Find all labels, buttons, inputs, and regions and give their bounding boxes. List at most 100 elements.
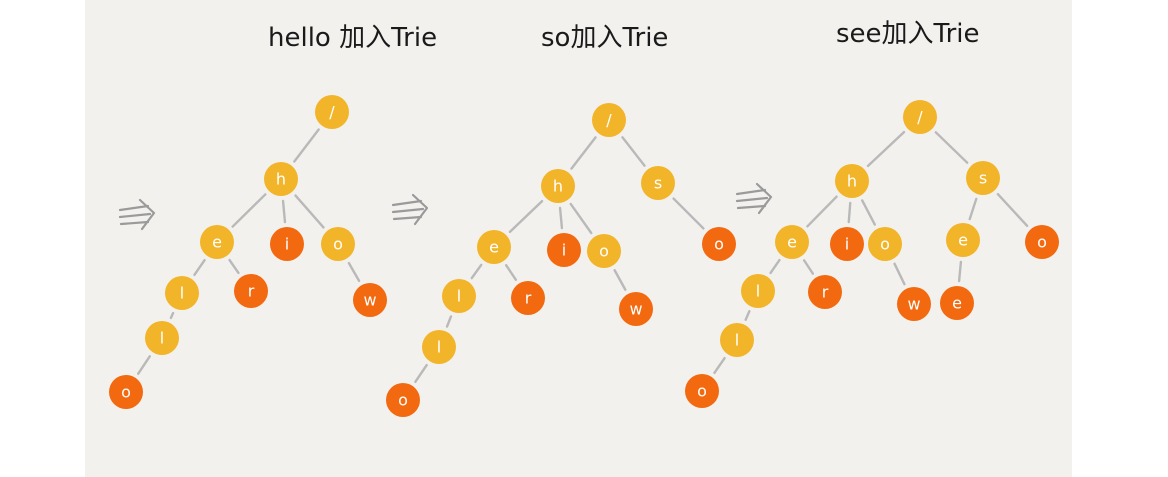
panel-1-node-o1-label: o [333, 235, 343, 254]
panel-3-node-h-circle [835, 164, 869, 198]
panel-1-edge-h-e [231, 193, 267, 228]
panel-2-node-r-label: r [525, 289, 532, 308]
panel-3-node-s: s [966, 161, 1000, 195]
panel-3-node-h-label: h [847, 172, 857, 191]
panel-1-node-w-label: w [363, 291, 376, 310]
panel-2-node-i-circle [547, 233, 581, 267]
panel-3-node-o3-circle [1025, 225, 1059, 259]
panel-1-node-root-label: / [329, 103, 335, 122]
panel-2-node-r-circle [511, 281, 545, 315]
panel-2-node-h-label: h [553, 177, 563, 196]
panel-3-node-s-label: s [979, 169, 987, 188]
panel-1-node-i-label: i [285, 235, 289, 254]
panel-1-node-root: / [315, 95, 349, 129]
panel-3-node-l1-circle [741, 274, 775, 308]
panel-3-node-see-circle [940, 286, 974, 320]
panel-2-node-o1: o [587, 234, 621, 268]
panel-3-node-i-circle [830, 227, 864, 261]
panel-3-node-se: e [946, 223, 980, 257]
panel-3-edge-h-e [806, 195, 838, 228]
transition-arrow-1-icon [118, 198, 156, 231]
panel-3-edge-root-h [866, 130, 906, 168]
panel-1-edge-root-h [293, 128, 320, 163]
panel-1-node-h-circle [264, 162, 298, 196]
panel-2-node-l1-circle [442, 279, 476, 313]
panel-1-node-w-circle [353, 283, 387, 317]
panel-2-node-s-circle [641, 166, 675, 200]
panel-3-node-o1: o [868, 227, 902, 261]
panel-2-node-h-circle [541, 169, 575, 203]
panel-3-edge-root-s [934, 131, 969, 164]
panel-3-node-root-circle [903, 100, 937, 134]
panel-2-edge-s-o3 [672, 197, 705, 230]
panel-3-node-root-label: / [917, 108, 923, 127]
panel-2-node-o2: o [386, 383, 420, 417]
panel-2-node-l2: l [422, 330, 456, 364]
panel-2-node-w: w [619, 292, 653, 326]
panel-1-node-o2-circle [109, 375, 143, 409]
panel-2-node-o3-circle [702, 227, 736, 261]
panel-1-title: hello 加入Trie [268, 23, 437, 53]
panel-2-node-root-circle [592, 103, 626, 137]
panel-2-edge-root-h [570, 136, 597, 170]
panel-2-node-h: h [541, 169, 575, 203]
panel-1-node-l2-label: l [160, 329, 164, 348]
panel-1-node-o2: o [109, 375, 143, 409]
panel-3-node-o3: o [1025, 225, 1059, 259]
panel-1-edge-o1-w [347, 261, 361, 283]
panel-2-node-s-label: s [654, 174, 662, 193]
panel-1-node-o1: o [321, 227, 355, 261]
panel-2-edge-l1-l2 [445, 315, 453, 328]
transition-arrow-3-icon [735, 182, 773, 215]
panel-2-node-o1-label: o [599, 242, 609, 261]
panel-3-edge-s-se [968, 197, 978, 221]
panel-3-node-o1-circle [868, 227, 902, 261]
panel-1-node-i-circle [270, 227, 304, 261]
panel-2-node-l1-label: l [457, 287, 461, 306]
panel-2-node-o2-circle [386, 383, 420, 417]
panel-1-node-w: w [353, 283, 387, 317]
panel-3-node-o3-label: o [1037, 233, 1047, 252]
panel-1-node-l2: l [145, 321, 179, 355]
panel-3-node-h: h [835, 164, 869, 198]
panel-1-edge-e-r [228, 258, 240, 275]
panel-3-node-root: / [903, 100, 937, 134]
panel-2-node-o1-circle [587, 234, 621, 268]
panel-3-node-l2-circle [720, 323, 754, 357]
panel-1-node-o2-label: o [121, 383, 131, 402]
panel-1-node-e-label: e [212, 233, 222, 252]
panel-1-node-l1-circle [165, 276, 199, 310]
panel-1-edge-l2-o2 [137, 355, 151, 375]
panel-3-node-l1-label: l [756, 282, 760, 301]
panel-3-node-l2-label: l [735, 331, 739, 350]
panel-3-edge-e-l1 [769, 258, 781, 275]
panel-3-node-r: r [808, 275, 842, 309]
transition-arrows [118, 182, 773, 231]
panel-3-edge-l1-l2 [744, 310, 751, 321]
panel-3-node-e: e [775, 225, 809, 259]
panel-1-node-r-circle [234, 274, 268, 308]
panel-3-node-o1-label: o [880, 235, 890, 254]
diagram-canvas [85, 0, 1072, 477]
panel-2-node-o2-label: o [398, 391, 408, 410]
panel-3-node-r-label: r [822, 283, 829, 302]
panel-3-node-o2: o [685, 374, 719, 408]
trie-edges [137, 128, 1029, 384]
panel-2-edge-l2-o2 [414, 363, 428, 384]
panel-2-node-i-label: i [562, 241, 566, 260]
panel-3-node-see: e [940, 286, 974, 320]
panel-2-node-r: r [511, 281, 545, 315]
panel-1-node-h-label: h [276, 170, 286, 189]
panel-1-edge-l1-l2 [169, 311, 175, 320]
panel-2-edge-e-l1 [470, 263, 483, 280]
panel-3-node-i: i [830, 227, 864, 261]
panel-2-node-s: s [641, 166, 675, 200]
panel-1-node-e: e [200, 225, 234, 259]
panel-3-node-l2: l [720, 323, 754, 357]
panel-2-edge-h-o1 [569, 202, 593, 235]
panel-3-node-o2-circle [685, 374, 719, 408]
panel-2-node-o3-label: o [714, 235, 724, 254]
panel-3-edge-se-see [957, 260, 963, 283]
